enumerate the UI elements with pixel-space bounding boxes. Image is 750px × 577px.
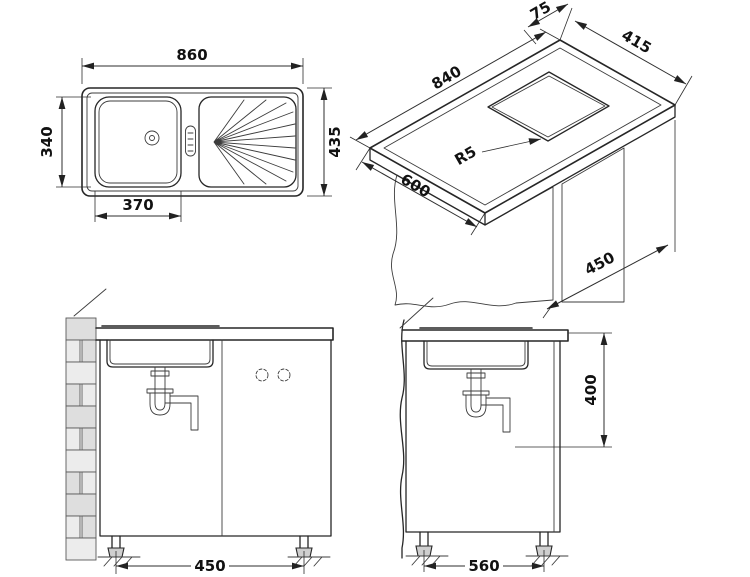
cabinet-outline	[99, 339, 332, 537]
support-panel-right	[561, 147, 625, 303]
dim-plan-bowl-height: 340	[38, 126, 56, 157]
drain-hole	[144, 130, 160, 146]
dim-840-extensions	[349, 28, 561, 149]
dim-side-install-height: 400	[582, 374, 600, 405]
bowl-section-inner	[109, 339, 211, 365]
dim-75-line	[527, 3, 569, 28]
dim-860-extensions	[81, 58, 304, 84]
floor-hatch	[287, 556, 331, 567]
countertop	[95, 327, 334, 341]
cabinet-legs	[419, 531, 549, 547]
overflow-slot	[185, 125, 196, 157]
dim-600-line	[361, 161, 478, 228]
plan-view: 860 435 340 370	[38, 46, 344, 222]
bowl-section-inner	[426, 340, 526, 367]
overflow-grille	[187, 132, 194, 152]
sink-rim-inner	[86, 92, 299, 192]
dim-plan-width: 860	[176, 46, 207, 64]
p-trap	[146, 366, 199, 431]
dim-iso-drainer-length: 415	[618, 26, 654, 57]
wall-torn-edge	[399, 319, 405, 559]
dim-iso-depth: 600	[397, 170, 433, 201]
dim-435-extensions	[307, 87, 332, 197]
dim-plan-depth: 435	[326, 126, 344, 157]
iso-view: R5 840 75 415 600 450	[349, 0, 693, 319]
radius-leader-line	[481, 138, 542, 153]
dim-iso-rim-strip: 75	[527, 0, 554, 24]
side-elevation: 400 560	[399, 297, 612, 575]
wall-break-line	[73, 288, 107, 317]
dim-iso-450-line	[546, 244, 669, 310]
sink-outline	[81, 87, 304, 197]
drain-hole-center	[149, 135, 155, 141]
bowl-inner	[98, 100, 178, 184]
cabinet-outline	[405, 340, 561, 533]
wall-break-line	[399, 297, 434, 329]
slab-thickness-edges	[369, 104, 676, 226]
dim-front-base-width: 450	[194, 557, 225, 575]
dim-label-plate	[191, 557, 229, 574]
drainer-outline	[198, 96, 297, 188]
front-elevation: 450	[65, 288, 334, 575]
dim-side-base-width: 560	[468, 557, 499, 575]
dim-415-line	[574, 20, 687, 85]
floor-hatch	[97, 556, 141, 567]
dim-iso-450-extensions	[542, 120, 676, 319]
bowl-section-outer	[423, 340, 529, 370]
knockout-hole	[255, 368, 269, 382]
floor-hatch	[405, 555, 449, 566]
knockout-hole	[277, 368, 291, 382]
dim-label-plate	[465, 557, 503, 574]
p-trap	[462, 368, 511, 433]
dim-840-line	[355, 31, 547, 141]
brick-wall	[65, 317, 97, 561]
dim-415-extensions	[674, 75, 693, 106]
bowl-opening-inner	[491, 75, 606, 138]
floor-hatch	[525, 555, 569, 566]
bowl-opening	[487, 71, 610, 142]
support-panel-torn	[391, 174, 554, 308]
bowl-outline	[94, 96, 182, 188]
dim-corner-radius: R5	[451, 142, 479, 169]
bowl-section-outer	[106, 339, 214, 368]
dim-plan-bowl-width: 370	[122, 196, 153, 214]
drainer-fan-grooves	[213, 99, 296, 185]
dim-600-extensions	[355, 147, 486, 236]
dim-340-extensions	[56, 96, 91, 188]
cabinet-legs	[111, 535, 309, 549]
dim-front-450-extensions	[115, 551, 305, 574]
countertop	[401, 329, 569, 342]
